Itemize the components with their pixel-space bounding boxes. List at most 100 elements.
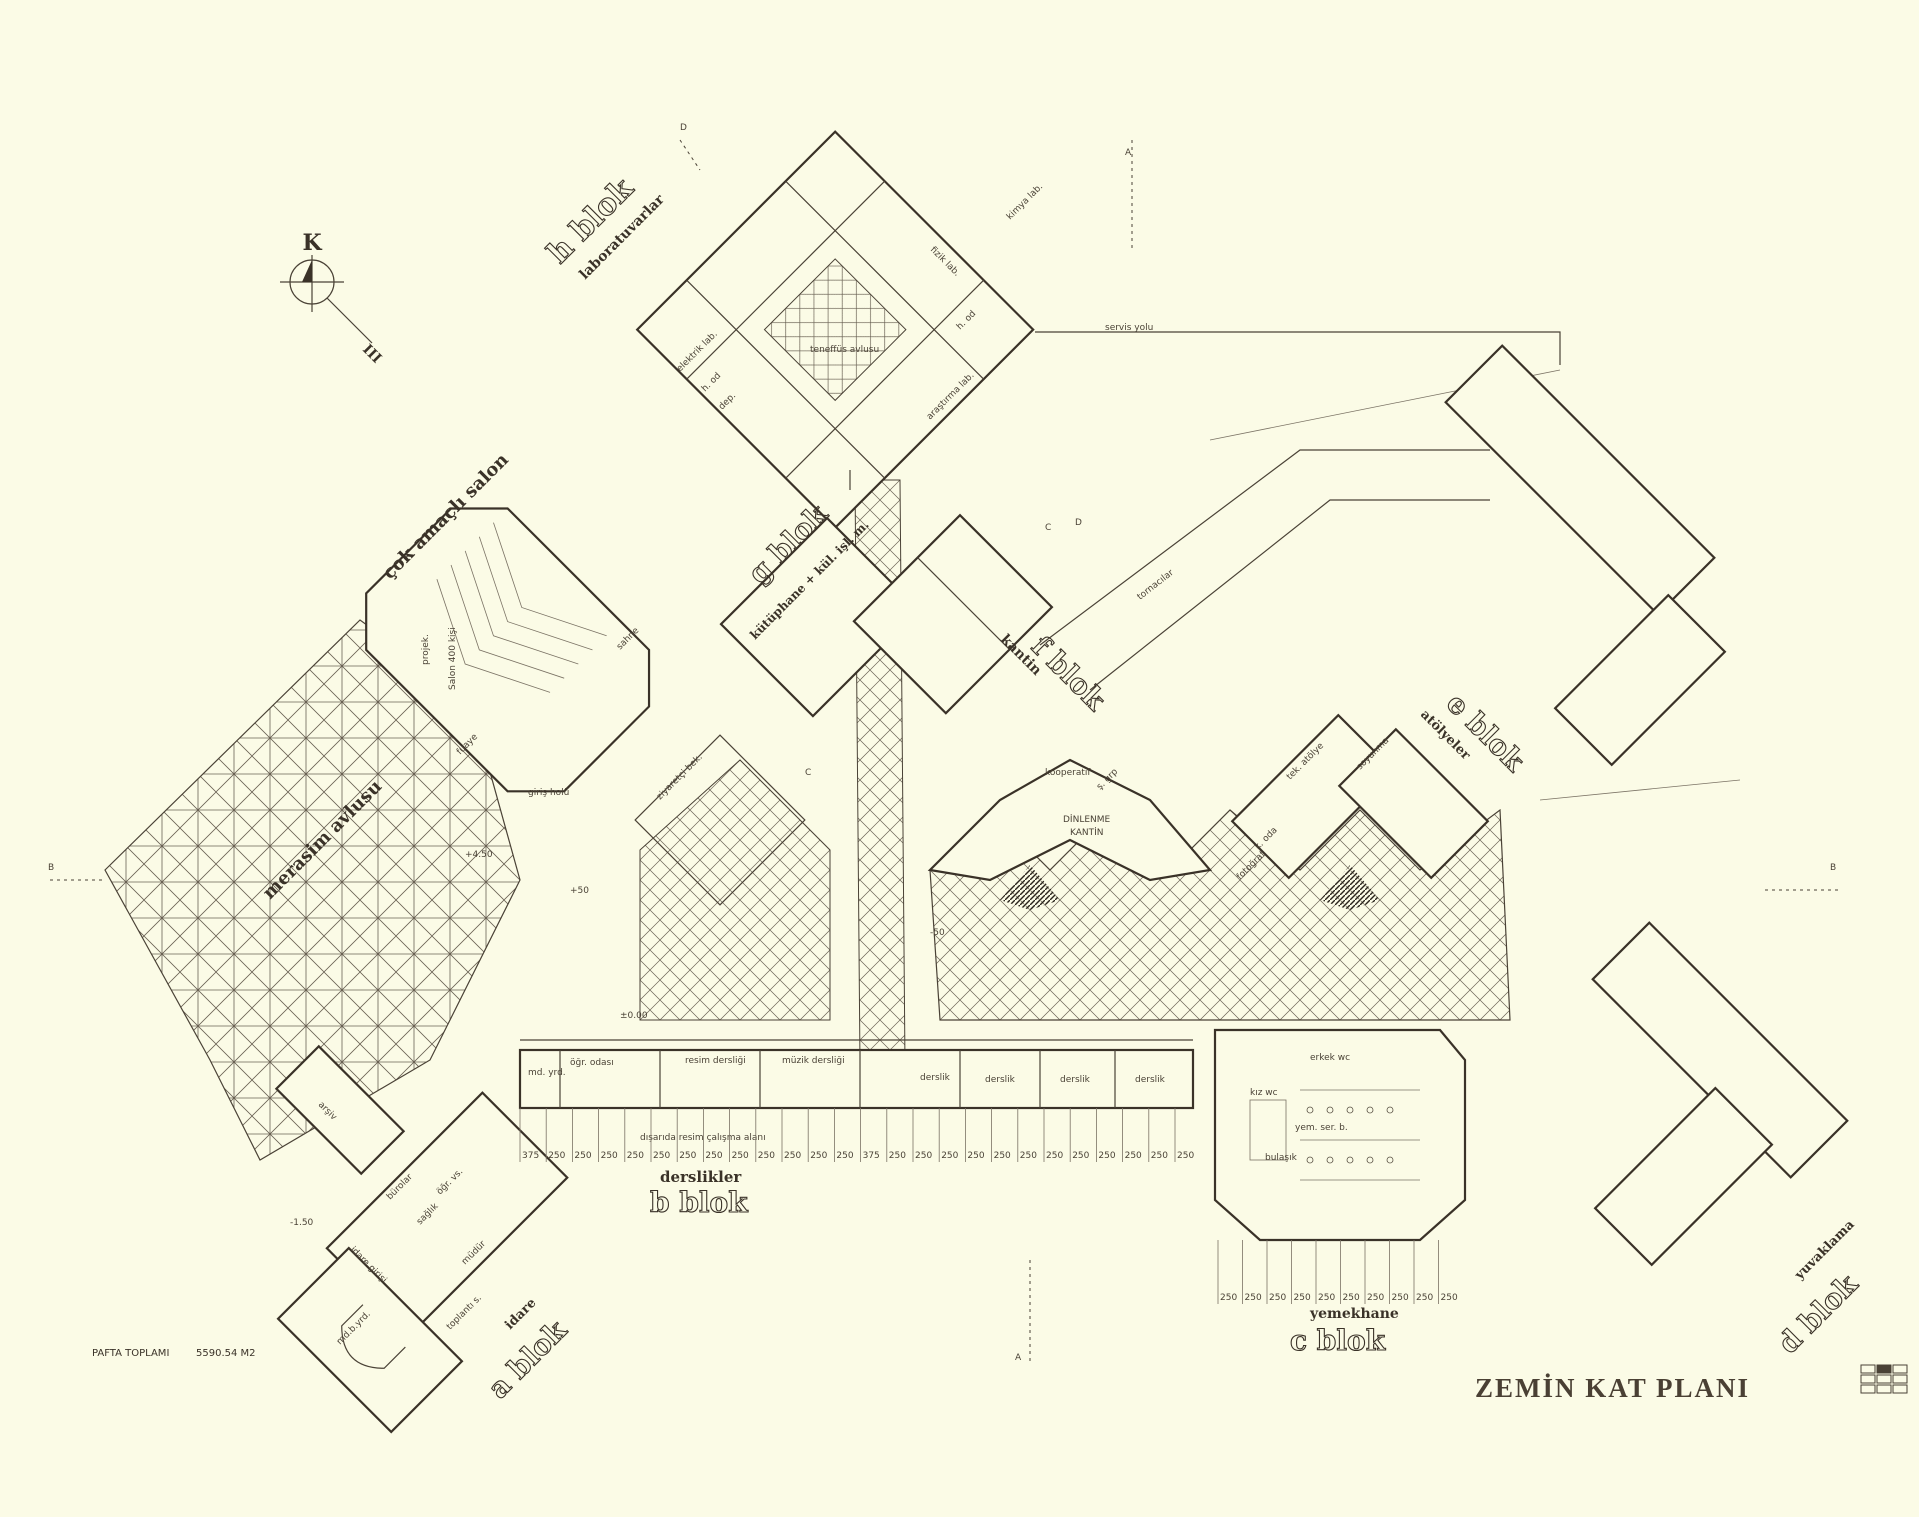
- g-room: ziyaretçi bek.: [655, 752, 705, 802]
- ceremonial-courtyard: merasim avlusu: [104, 619, 521, 1161]
- c-room: yem. ser. b.: [1295, 1123, 1348, 1133]
- b-block: md. yrd. öğr. odası resim dersliği müzik…: [518, 1039, 1194, 1220]
- b-dimension-label: 250: [705, 1151, 722, 1161]
- area-value: 5590.54 M2: [196, 1348, 256, 1359]
- key-plan-cell: [1876, 1374, 1892, 1384]
- f-room: kooperatif: [1045, 768, 1091, 778]
- key-plan-cell: [1892, 1364, 1908, 1374]
- section-markers: A A B B C C D D: [48, 123, 1840, 1365]
- a-room: toplantı s.: [445, 1293, 484, 1332]
- b-room: derslik: [1060, 1075, 1091, 1085]
- c-dimension-label: 250: [1392, 1293, 1409, 1303]
- d-block-function: yuvaklama: [1792, 1217, 1859, 1284]
- key-plan-icon: [1860, 1364, 1908, 1394]
- b-dimension-label: 250: [1177, 1151, 1194, 1161]
- b-dimension-label: 250: [574, 1151, 591, 1161]
- section-marker-C: C: [805, 768, 811, 778]
- b-room: resim dersliği: [685, 1056, 746, 1066]
- kantin-line1: DİNLENME: [1063, 814, 1111, 825]
- b-dimension-row: 375 250 250 250 250 250 250 250 250 250 250 250 250 3…: [519, 1108, 1194, 1162]
- b-dimension-label: 250: [836, 1151, 853, 1161]
- hall-entrance: giriş holü: [528, 788, 569, 798]
- b-dimension-label: 250: [1072, 1151, 1089, 1161]
- h-block-name: h blok: [541, 171, 641, 271]
- c-dimension-label: 250: [1343, 1293, 1360, 1303]
- section-marker-B: B: [48, 863, 54, 873]
- b-dimension-label: 250: [627, 1151, 644, 1161]
- a-block-function: idare: [502, 1296, 539, 1333]
- level-marks: ±0.00 +50 -50 -1.50 +4.50: [290, 850, 945, 1228]
- north-arrow-icon: K III: [280, 230, 384, 367]
- section-marker-D: D: [1075, 518, 1082, 528]
- section-marker-C: C: [1045, 523, 1051, 533]
- d-block: d blok yuvaklama: [1444, 344, 1865, 1360]
- level-mark: ±0.00: [620, 1011, 648, 1021]
- c-dimension-label: 250: [1441, 1293, 1458, 1303]
- c-room: bulaşık: [1265, 1153, 1298, 1163]
- b-room: derslik: [985, 1075, 1016, 1085]
- b-room: müzik dersliği: [782, 1056, 845, 1066]
- b-room: öğr. odası: [570, 1058, 614, 1068]
- section-marker-D: D: [680, 123, 687, 133]
- section-marker-A: A: [1015, 1353, 1022, 1363]
- b-dimension-label: 250: [889, 1151, 906, 1161]
- b-dimension-label: 250: [679, 1151, 696, 1161]
- section-marker-B: B: [1830, 863, 1836, 873]
- b-dimension-label: 250: [784, 1151, 801, 1161]
- north-mark: III: [359, 342, 384, 367]
- c-dimension-label: 250: [1416, 1293, 1433, 1303]
- b-room: md. yrd.: [528, 1068, 566, 1078]
- b-room: derslik: [1135, 1075, 1166, 1085]
- h-room-courtyard: teneffüs avlusu: [810, 345, 879, 355]
- b-dimension-label: 250: [653, 1151, 670, 1161]
- b-dimension-label: 250: [915, 1151, 932, 1161]
- c-dimension-label: 250: [1318, 1293, 1335, 1303]
- level-mark: +4.50: [465, 850, 493, 860]
- b-block-function: derslikler: [660, 1168, 742, 1186]
- b-dimension-label: 250: [548, 1151, 565, 1161]
- c-block-name: c blok: [1290, 1324, 1386, 1357]
- north-letter: K: [302, 230, 322, 256]
- b-dimension-label: 250: [1151, 1151, 1168, 1161]
- level-mark: -50: [930, 928, 945, 938]
- level-mark: +50: [570, 886, 589, 896]
- plan-title: ZEMİN KAT PLANI: [1475, 1373, 1750, 1403]
- c-dimension-label: 250: [1220, 1293, 1237, 1303]
- c-room: kız wc: [1250, 1088, 1278, 1098]
- b-dimension-label: 375: [863, 1151, 880, 1161]
- b-room: derslik: [920, 1073, 951, 1083]
- workshop-road-label: tornacılar: [1136, 568, 1176, 603]
- b-dimension-label: 250: [758, 1151, 775, 1161]
- b-dimension-label: 250: [732, 1151, 749, 1161]
- h-block: h blok laboratuvarlar teneffüs avlusu el…: [540, 130, 1045, 530]
- b-block-name: b blok: [650, 1186, 748, 1219]
- c-dimension-label: 250: [1269, 1293, 1286, 1303]
- b-dimension-label: 250: [941, 1151, 958, 1161]
- b-dimension-label: 375: [522, 1151, 539, 1161]
- c-dimension-label: 250: [1367, 1293, 1384, 1303]
- c-dimension-label: 250: [1294, 1293, 1311, 1303]
- b-dimension-label: 250: [1020, 1151, 1037, 1161]
- h-room: kimya lab.: [1005, 182, 1045, 222]
- c-dimension-row: 250 250 250 250 250 250 250 250 250 250: [1217, 1240, 1458, 1304]
- key-plan-cell: [1892, 1374, 1908, 1384]
- a-block: a blok idare idare girişi toplantı s. mü…: [274, 1044, 574, 1434]
- key-plan-cell: [1892, 1384, 1908, 1394]
- c-block-function: yemekhane: [1309, 1306, 1399, 1322]
- b-dimension-label: 250: [1125, 1151, 1142, 1161]
- kantin-line2: KANTİN: [1070, 827, 1104, 838]
- c-dimension-label: 250: [1245, 1293, 1262, 1303]
- key-plan-cell: [1860, 1364, 1876, 1374]
- c-block: erkek wc kız wc yem. ser. b. bulaşık 250…: [1213, 1028, 1467, 1358]
- key-plan-cell: [1860, 1374, 1876, 1384]
- b-dimension-label: 250: [967, 1151, 984, 1161]
- section-marker-A: A: [1125, 148, 1132, 158]
- key-plan-cell: [1876, 1364, 1892, 1374]
- b-dimension-label: 250: [601, 1151, 618, 1161]
- hall-projection-room: projek.: [421, 634, 431, 665]
- d-block-name: d blok: [1772, 1267, 1865, 1360]
- b-corridor-note: dışarıda resim çalışma alanı: [640, 1133, 766, 1143]
- level-mark: -1.50: [290, 1218, 314, 1228]
